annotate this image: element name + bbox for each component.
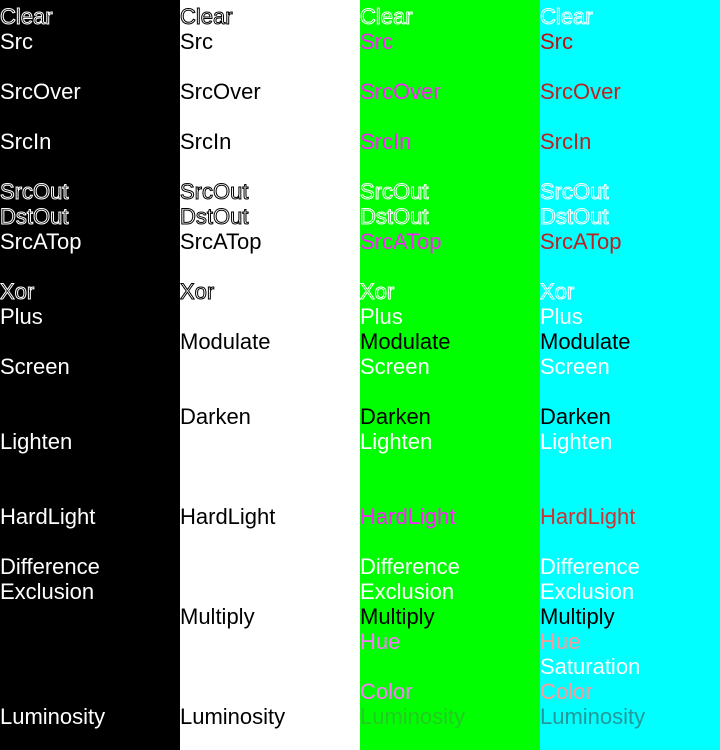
blend-label-lighten: Lighten [540,429,613,454]
blend-label-screen: Screen [360,354,430,379]
blend-label-color: Color [540,679,593,704]
blend-label-srcover: SrcOver [540,79,621,104]
blend-label-dstout: DstOut [360,204,429,230]
blend-label-hardlight: HardLight [180,504,276,529]
blend-label-difference: Difference [540,554,640,579]
blend-label-modulate: Modulate [360,329,451,354]
blend-label-clear: Clear [540,4,593,30]
blend-label-screen: Screen [540,354,610,379]
blend-label-xor: Xor [540,279,575,305]
blend-label-plus: Plus [0,304,43,329]
blend-label-srcover: SrcOver [360,79,441,104]
blend-label-hardlight: HardLight [540,504,636,529]
blend-label-screen: Screen [0,354,70,379]
blend-label-srcin: SrcIn [0,129,52,154]
blend-label-xor: Xor [180,279,215,305]
blend-label-hue: Hue [540,629,581,654]
blend-label-src: Src [540,29,573,54]
blend-label-lighten: Lighten [0,429,73,454]
blend-label-clear: Clear [180,4,233,30]
blend-label-srcin: SrcIn [540,129,592,154]
blend-label-luminosity: Luminosity [0,704,106,729]
blend-label-modulate: Modulate [540,329,631,354]
blend-label-srcover: SrcOver [0,79,81,104]
blend-label-difference: Difference [360,554,460,579]
blend-label-exclusion: Exclusion [540,579,635,604]
blend-label-src: Src [0,29,33,54]
blend-label-darken: Darken [180,404,251,429]
blend-label-exclusion: Exclusion [360,579,455,604]
blend-label-srcout: SrcOut [540,179,609,205]
blend-label-difference: Difference [0,554,100,579]
blend-label-hardlight: HardLight [360,504,456,529]
blend-label-srcout: SrcOut [360,179,429,205]
blend-label-hue: Hue [360,629,401,654]
blend-label-luminosity: Luminosity [540,704,646,729]
blend-label-srcout: SrcOut [0,179,69,205]
blend-label-src: Src [360,29,393,54]
blend-label-clear: Clear [360,4,413,30]
blend-label-hardlight: HardLight [0,504,96,529]
blend-label-clear: Clear [0,4,53,30]
blend-label-multiply: Multiply [360,604,435,629]
blend-label-lighten: Lighten [360,429,433,454]
blend-label-dstout: DstOut [0,204,69,230]
blend-label-plus: Plus [360,304,403,329]
blend-label-srcover: SrcOver [180,79,261,104]
blend-label-srcatop: SrcATop [0,229,82,254]
blend-label-srcatop: SrcATop [360,229,442,254]
blend-label-srcin: SrcIn [180,129,232,154]
blend-label-luminosity: Luminosity [180,704,286,729]
blend-label-xor: Xor [0,279,35,305]
blend-label-modulate: Modulate [180,329,271,354]
blend-label-color: Color [360,679,413,704]
blend-label-multiply: Multiply [180,604,255,629]
blend-label-multiply: Multiply [540,604,615,629]
blend-label-saturation: Saturation [540,654,641,679]
blend-label-srcout: SrcOut [180,179,249,205]
blend-label-exclusion: Exclusion [0,579,95,604]
blend-label-dstout: DstOut [540,204,609,230]
blend-label-darken: Darken [540,404,611,429]
blend-label-srcatop: SrcATop [540,229,622,254]
blend-label-srcatop: SrcATop [180,229,262,254]
blend-label-xor: Xor [360,279,395,305]
blend-label-dstout: DstOut [180,204,249,230]
blend-label-srcin: SrcIn [360,129,412,154]
blend-label-darken: Darken [360,404,431,429]
blend-label-luminosity: Luminosity [360,704,466,729]
blend-label-plus: Plus [540,304,583,329]
blend-label-src: Src [180,29,213,54]
